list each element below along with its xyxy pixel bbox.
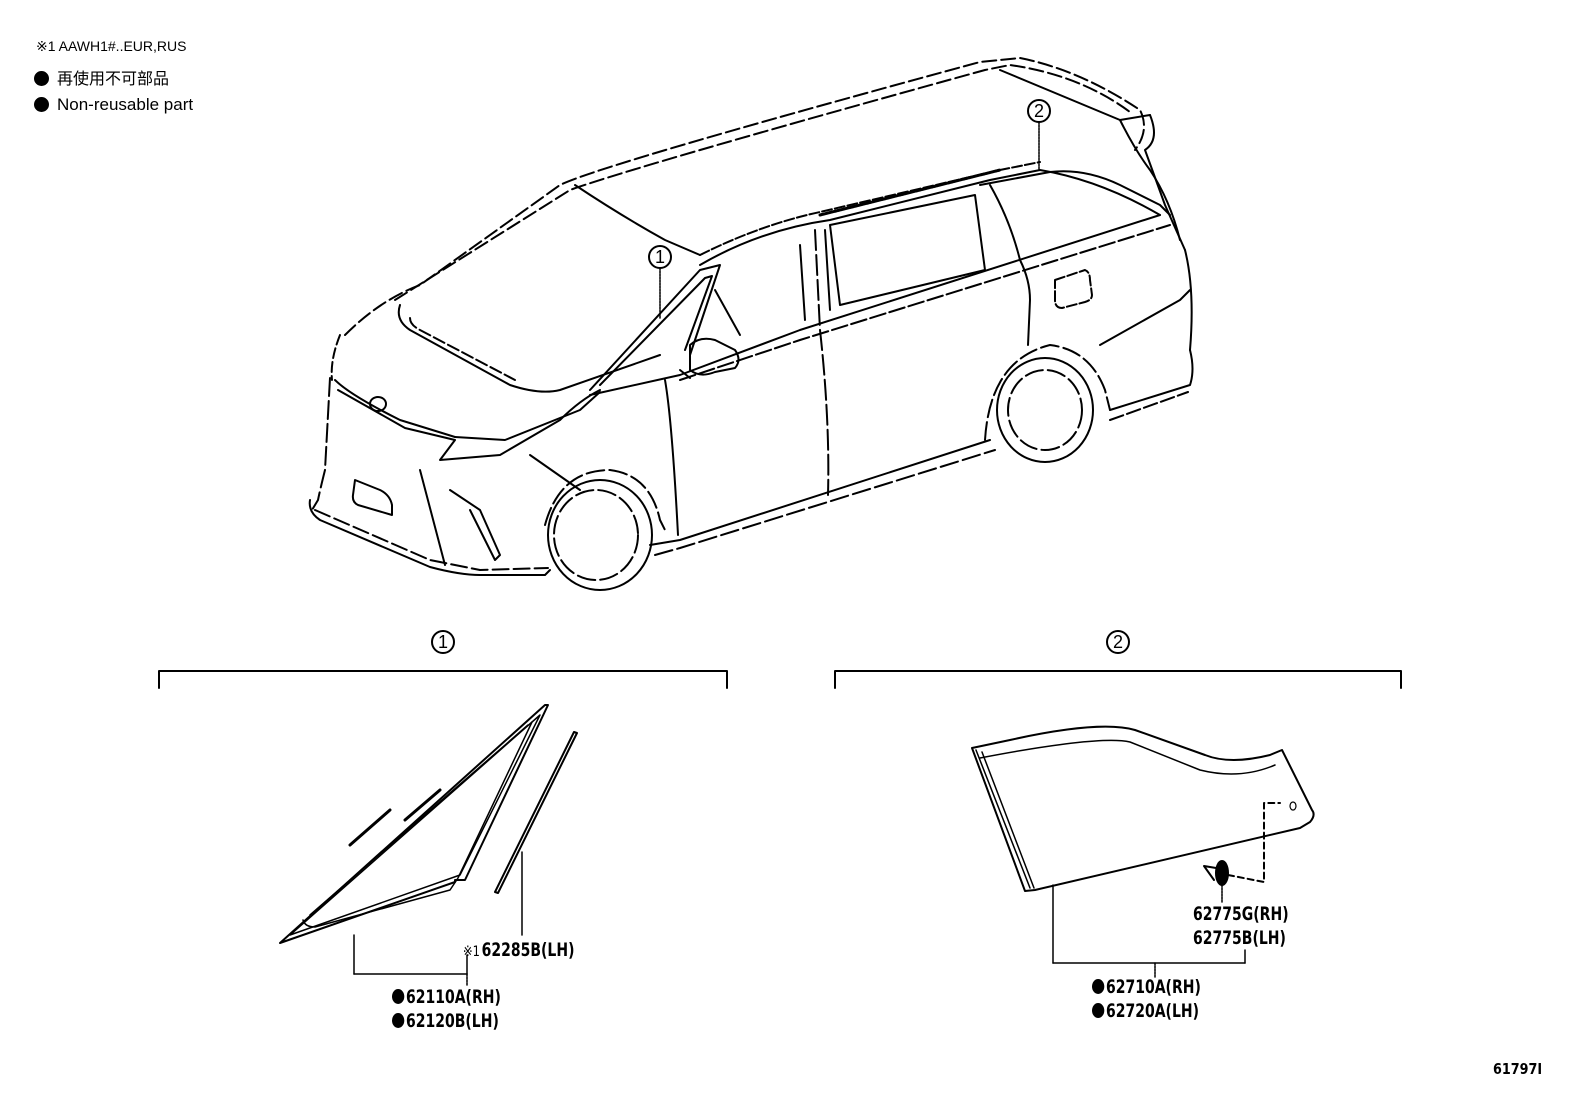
legend-item-non-reusable-jp: 再使用不可部品 — [34, 70, 169, 90]
part-62110A-rh[interactable]: 62110A(RH) — [392, 985, 501, 1009]
legend-item-non-reusable-en: Non-reusable part — [34, 95, 193, 115]
non-reusable-icon — [1092, 1003, 1105, 1018]
vehicle-drawing — [308, 57, 1194, 591]
clip-drawing — [1203, 801, 1297, 886]
part-62120B-lh[interactable]: 62120B(LH) — [392, 1009, 499, 1033]
legend-label-jp: 再使用不可部品 — [57, 71, 170, 88]
moulding-drawing — [494, 731, 578, 894]
group-2-header[interactable]: 2 — [1106, 630, 1130, 654]
callout-2-vehicle[interactable]: 2 — [1027, 99, 1051, 123]
filled-circle-icon — [34, 97, 49, 112]
rear-quarter-glass-drawing — [971, 725, 1315, 892]
footnote-ref: ※1 — [463, 944, 480, 960]
part-62285B-lh[interactable]: ※162285B(LH) — [463, 939, 575, 961]
part-62710A-rh[interactable]: 62710A(RH) — [1092, 975, 1201, 999]
legend-label-en: Non-reusable part — [57, 95, 194, 114]
group-1-bracket — [158, 670, 728, 689]
non-reusable-icon — [1092, 979, 1105, 994]
part-62720A-lh[interactable]: 62720A(LH) — [1092, 999, 1199, 1023]
non-reusable-icon — [392, 989, 405, 1004]
non-reusable-icon — [392, 1013, 405, 1028]
filled-circle-icon — [34, 71, 49, 86]
front-quarter-glass-drawing — [279, 704, 549, 944]
applicability-note: ※1 AAWH1#..EUR,RUS — [36, 38, 187, 54]
part-62775G-rh[interactable]: 62775G(RH) — [1193, 903, 1289, 925]
illustration-number: 61797I — [1493, 1060, 1543, 1078]
group-1-header[interactable]: 1 — [431, 630, 455, 654]
group-2-bracket — [834, 670, 1402, 689]
callout-1-vehicle[interactable]: 1 — [648, 245, 672, 269]
part-62775B-lh[interactable]: 62775B(LH) — [1193, 927, 1286, 949]
